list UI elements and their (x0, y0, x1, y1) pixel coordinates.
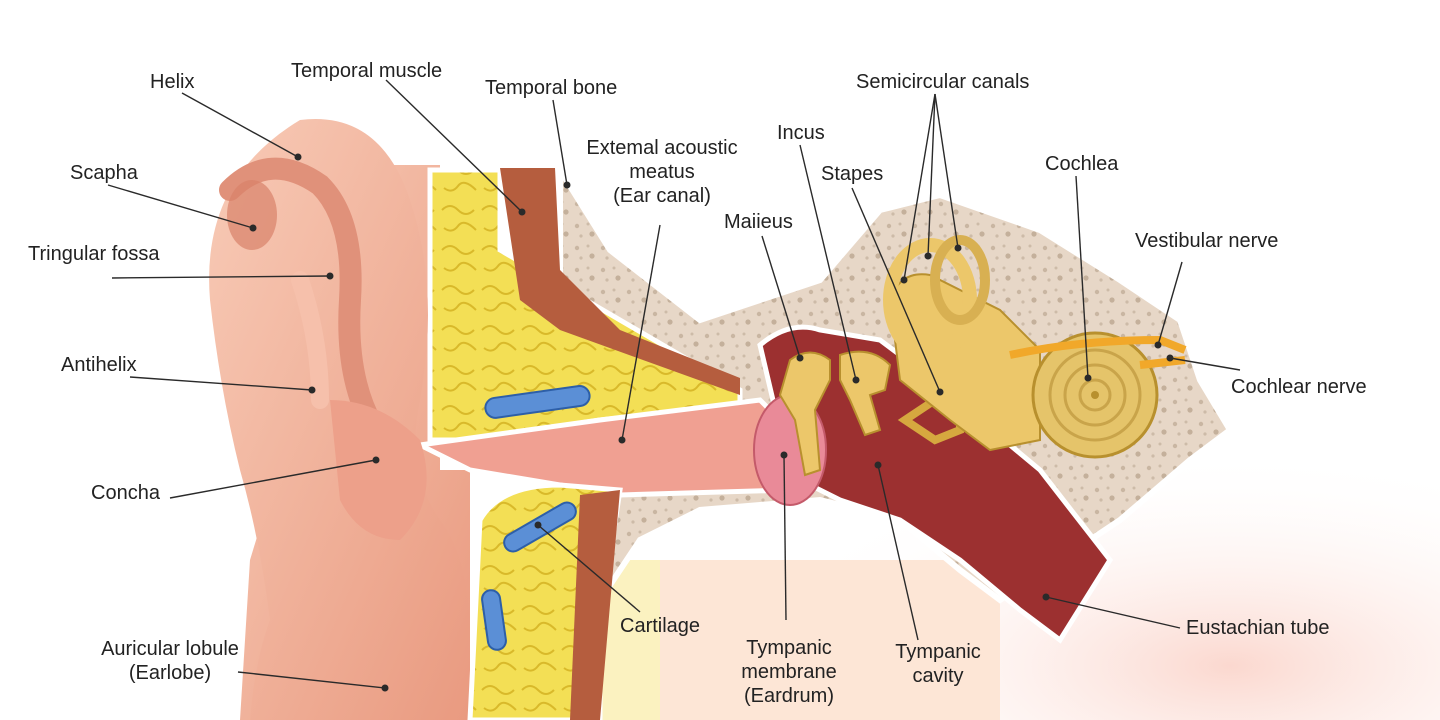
dot-tympanic-cavity (875, 462, 882, 469)
dot-temporal-muscle (519, 209, 526, 216)
label-helix: Helix (150, 70, 194, 94)
label-tympanic-membrane-line-1: Tympanic (733, 636, 845, 660)
dot-canals-3 (955, 245, 962, 252)
label-semicircular-canals: Semicircular canals (856, 70, 1029, 94)
label-concha: Concha (91, 481, 160, 505)
label-temporal-bone: Temporal bone (485, 76, 617, 100)
dot-scapha (250, 225, 257, 232)
label-eustachian-tube: Eustachian tube (1186, 616, 1329, 640)
label-ear-canal: Extemal acoustic meatus (Ear canal) (578, 136, 746, 208)
cochlear-nerve-shape (1140, 360, 1185, 365)
dot-lobule (382, 685, 389, 692)
dot-canals-1 (901, 277, 908, 284)
label-tympanic-cavity: Tympanic cavity (886, 640, 990, 688)
label-auricular-lobule: Auricular lobule (Earlobe) (95, 637, 245, 685)
label-tympanic-cavity-line-2: cavity (886, 664, 990, 688)
label-stapes: Stapes (821, 162, 883, 186)
label-cartilage: Cartilage (620, 614, 700, 638)
label-lobule-line-2: (Earlobe) (95, 661, 245, 685)
label-tympanic-cavity-line-1: Tympanic (886, 640, 990, 664)
dot-canals-2 (925, 253, 932, 260)
dot-concha (373, 457, 380, 464)
label-malleus: Maiieus (724, 210, 793, 234)
label-antihelix: Antihelix (61, 353, 137, 377)
dot-vestibular-nerve (1155, 342, 1162, 349)
label-lobule-line-1: Auricular lobule (95, 637, 245, 661)
dot-helix (295, 154, 302, 161)
dot-cochlea (1085, 375, 1092, 382)
leader-helix (182, 93, 298, 157)
label-temporal-muscle: Temporal muscle (291, 59, 442, 83)
dot-malleus (797, 355, 804, 362)
dot-cartilage (535, 522, 542, 529)
label-incus: Incus (777, 121, 825, 145)
dot-cochlear-nerve (1167, 355, 1174, 362)
dot-temporal-bone (564, 182, 571, 189)
dot-eustachian-tube (1043, 594, 1050, 601)
label-ear-canal-line-1: Extemal acoustic (578, 136, 746, 160)
dot-incus (853, 377, 860, 384)
dot-triangular-fossa (327, 273, 334, 280)
label-ear-canal-line-2: meatus (578, 160, 746, 184)
label-cochlear-nerve: Cochlear nerve (1231, 375, 1367, 399)
label-tympanic-membrane-line-3: (Eardrum) (733, 684, 845, 708)
dot-tympanic-membrane (781, 452, 788, 459)
scapha-shape (227, 180, 277, 250)
cochlea-center (1091, 391, 1099, 399)
label-tympanic-membrane-line-2: membrane (733, 660, 845, 684)
label-triangular-fossa: Tringular fossa (28, 242, 160, 266)
dot-ear-canal (619, 437, 626, 444)
label-scapha: Scapha (70, 161, 138, 185)
dot-antihelix (309, 387, 316, 394)
label-cochlea: Cochlea (1045, 152, 1118, 176)
label-tympanic-membrane: Tympanic membrane (Eardrum) (733, 636, 845, 708)
label-ear-canal-line-3: (Ear canal) (578, 184, 746, 208)
label-vestibular-nerve: Vestibular nerve (1135, 229, 1278, 253)
dot-stapes (937, 389, 944, 396)
